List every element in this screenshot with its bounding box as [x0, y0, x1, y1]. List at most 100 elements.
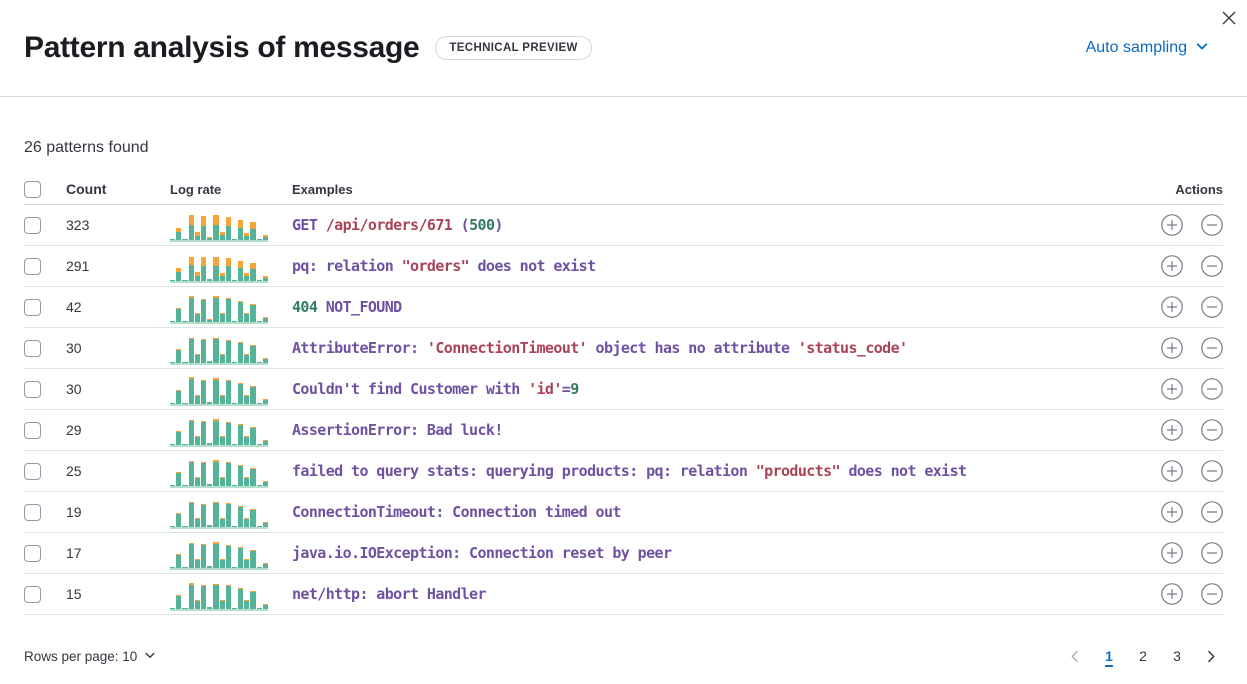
- row-checkbox[interactable]: [24, 216, 41, 234]
- histogram-bar-green-segment: [238, 301, 244, 322]
- histogram-bar-orange-segment: [262, 398, 268, 400]
- actions-cell: [1135, 460, 1223, 482]
- example-token: 'status_code': [797, 338, 908, 357]
- histogram-bar: [238, 423, 244, 445]
- histogram-bar-orange-segment: [213, 541, 219, 544]
- actions-cell: [1135, 296, 1223, 318]
- previous-page-icon[interactable]: [1063, 650, 1088, 663]
- histogram-bar-green-segment: [182, 238, 188, 240]
- histogram-bar: [182, 320, 188, 322]
- chevron-down-icon: [1195, 39, 1209, 58]
- histogram-bar-green-segment: [194, 395, 200, 404]
- histogram-bar: [238, 546, 244, 568]
- row-checkbox[interactable]: [24, 462, 41, 480]
- histogram-bar-green-segment: [225, 422, 231, 445]
- histogram-bar-orange-segment: [200, 215, 207, 226]
- histogram-bar-orange-segment: [250, 344, 256, 346]
- plus-circle-icon: [1161, 501, 1183, 523]
- filter-out-pattern-button[interactable]: [1201, 378, 1223, 400]
- row-checkbox[interactable]: [24, 257, 41, 275]
- filter-out-pattern-button[interactable]: [1201, 460, 1223, 482]
- filter-in-pattern-button[interactable]: [1161, 255, 1183, 277]
- filter-out-pattern-button[interactable]: [1201, 542, 1223, 564]
- filter-out-pattern-button[interactable]: [1201, 214, 1223, 236]
- row-checkbox[interactable]: [24, 298, 41, 316]
- histogram-bar: [231, 484, 238, 486]
- rows-per-page-button[interactable]: Rows per page: 10: [24, 649, 156, 664]
- histogram-bar-orange-segment: [176, 267, 182, 272]
- filter-in-pattern-button[interactable]: [1161, 378, 1183, 400]
- filter-out-pattern-button[interactable]: [1201, 296, 1223, 318]
- row-checkbox[interactable]: [24, 585, 41, 603]
- histogram-bar-green-segment: [231, 279, 238, 281]
- filter-in-pattern-button[interactable]: [1161, 296, 1183, 318]
- example-token: 500: [469, 215, 495, 234]
- histogram-bar: [182, 402, 188, 404]
- log-rate-chart: [170, 455, 268, 488]
- histogram-bar-green-segment: [200, 380, 207, 404]
- histogram-bar-orange-segment: [188, 256, 194, 265]
- page-button-2[interactable]: 2: [1130, 643, 1156, 669]
- filter-out-pattern-button[interactable]: [1201, 337, 1223, 359]
- histogram-bar-green-segment: [219, 395, 225, 404]
- next-page-icon[interactable]: [1198, 650, 1223, 663]
- filter-in-pattern-button[interactable]: [1161, 419, 1183, 441]
- flyout-header: Pattern analysis of message TECHNICAL PR…: [0, 0, 1247, 97]
- filter-in-pattern-button[interactable]: [1161, 501, 1183, 523]
- filter-in-pattern-button[interactable]: [1161, 542, 1183, 564]
- histogram-bar: [194, 271, 200, 281]
- row-checkbox[interactable]: [24, 380, 41, 398]
- histogram-bar: [194, 558, 200, 568]
- histogram-bar: [225, 339, 231, 363]
- sampling-menu-button[interactable]: Auto sampling: [1086, 39, 1209, 58]
- histogram-bar: [176, 348, 182, 363]
- row-checkbox[interactable]: [24, 421, 41, 439]
- histogram-bar: [262, 357, 268, 363]
- page-button-1[interactable]: 1: [1096, 643, 1122, 669]
- histogram-bar-green-segment: [250, 427, 256, 445]
- histogram-bar-orange-segment: [225, 257, 231, 266]
- filter-out-pattern-button[interactable]: [1201, 255, 1223, 277]
- histogram-bar: [213, 377, 219, 404]
- filter-out-pattern-button[interactable]: [1201, 419, 1223, 441]
- filter-out-pattern-button[interactable]: [1201, 583, 1223, 605]
- histogram-bar: [256, 607, 262, 609]
- log-rate-chart: [170, 414, 268, 447]
- filter-in-pattern-button[interactable]: [1161, 214, 1183, 236]
- page-button-3[interactable]: 3: [1164, 643, 1190, 669]
- histogram-bar: [219, 435, 225, 445]
- row-checkbox[interactable]: [24, 339, 41, 357]
- log-rate-chart: [170, 373, 268, 406]
- histogram-bar-green-segment: [170, 402, 176, 404]
- histogram-bar-green-segment: [176, 271, 182, 281]
- histogram-bar-orange-segment: [194, 517, 200, 519]
- histogram-bar-orange-segment: [213, 583, 219, 585]
- example-cell: Couldn't find Customer with 'id'=9: [268, 380, 1135, 399]
- histogram-bar-orange-segment: [219, 599, 225, 601]
- select-all-checkbox[interactable]: [24, 180, 41, 198]
- example-token: 'ConnectionTimeout': [426, 338, 588, 357]
- histogram-bar: [231, 320, 238, 322]
- example-text: AssertionError: Bad luck!: [292, 421, 503, 439]
- filter-out-pattern-button[interactable]: [1201, 501, 1223, 523]
- count-value: 42: [66, 299, 82, 315]
- filter-in-pattern-button[interactable]: [1161, 460, 1183, 482]
- histogram-bar: [231, 361, 238, 363]
- histogram-bar: [262, 603, 268, 609]
- filter-in-pattern-button[interactable]: [1161, 583, 1183, 605]
- histogram-bar-orange-segment: [200, 379, 207, 381]
- example-token: net/http: abort Handler: [292, 584, 487, 603]
- row-checkbox[interactable]: [24, 544, 41, 562]
- close-icon[interactable]: [1217, 6, 1241, 30]
- histogram-bar: [170, 320, 176, 322]
- histogram-bar-green-segment: [225, 265, 231, 281]
- histogram-bar-green-segment: [238, 267, 244, 281]
- histogram-bar-orange-segment: [188, 460, 194, 462]
- histogram-bar: [225, 502, 231, 527]
- example-token: Couldn't find Customer with: [292, 379, 529, 398]
- log-rate-chart: [170, 250, 268, 283]
- row-checkbox[interactable]: [24, 503, 41, 521]
- filter-in-pattern-button[interactable]: [1161, 337, 1183, 359]
